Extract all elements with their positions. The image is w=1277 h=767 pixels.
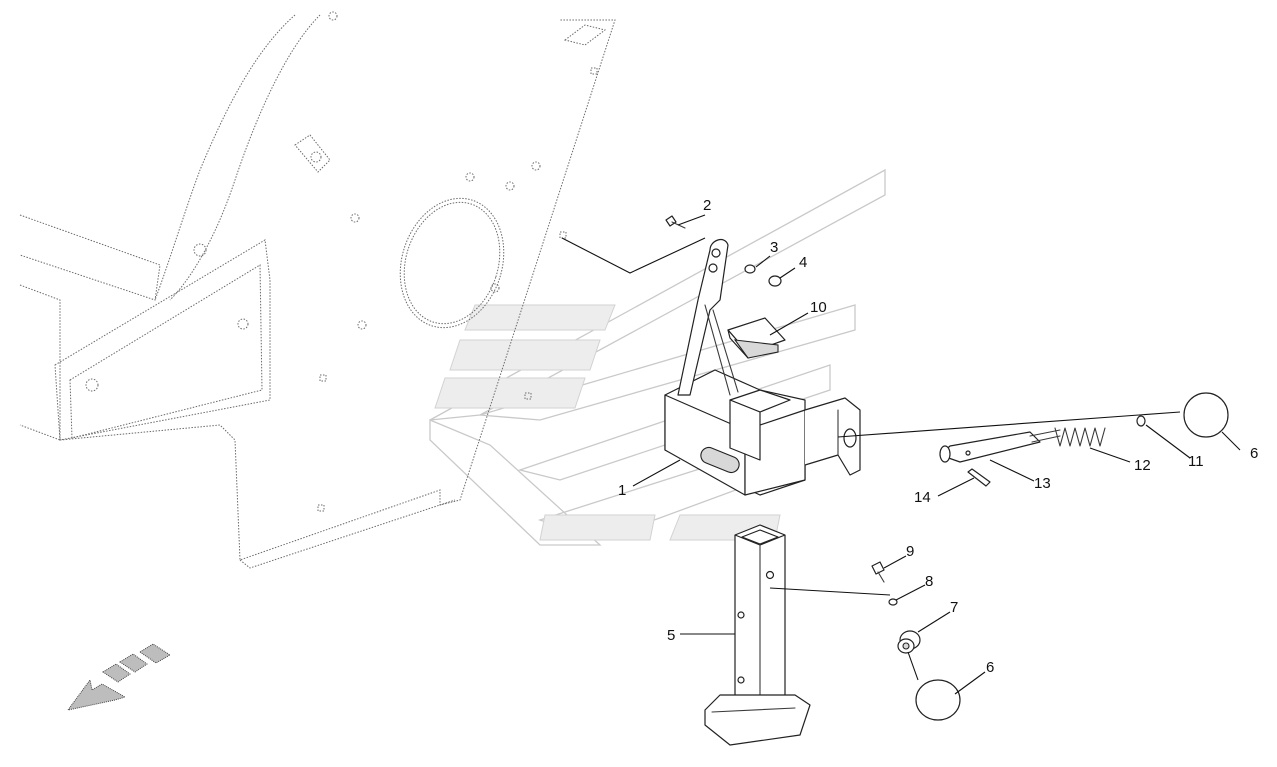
lever-arm xyxy=(677,238,739,396)
callout-labels: 2 3 4 10 1 5 9 8 7 6 6 11 12 13 14 xyxy=(618,197,1258,676)
callout-3: 3 xyxy=(770,239,778,256)
callout-5: 5 xyxy=(667,627,675,644)
leader-lines xyxy=(561,214,1241,695)
forward-direction-arrow-icon xyxy=(66,643,171,711)
callout-6-upper: 6 xyxy=(1250,445,1258,462)
callout-9: 9 xyxy=(906,543,914,560)
watermark-logo xyxy=(429,168,886,546)
callout-1: 1 xyxy=(618,482,626,499)
callout-14: 14 xyxy=(914,489,931,506)
pin-assembly xyxy=(915,392,1229,721)
callout-10: 10 xyxy=(810,299,827,316)
cap-part-10 xyxy=(727,317,786,359)
callout-11: 11 xyxy=(1188,453,1204,470)
callout-6-lower: 6 xyxy=(986,659,994,676)
callout-7: 7 xyxy=(950,599,958,616)
hardware-parts xyxy=(665,215,921,654)
callout-12: 12 xyxy=(1134,457,1151,474)
callout-8: 8 xyxy=(925,573,933,590)
callout-4: 4 xyxy=(799,254,807,271)
bracket-part-1 xyxy=(664,369,861,496)
callout-13: 13 xyxy=(1034,475,1051,492)
callout-2: 2 xyxy=(703,197,711,214)
machine-frame-outline xyxy=(19,11,616,569)
post-tube-part-5 xyxy=(704,524,811,746)
